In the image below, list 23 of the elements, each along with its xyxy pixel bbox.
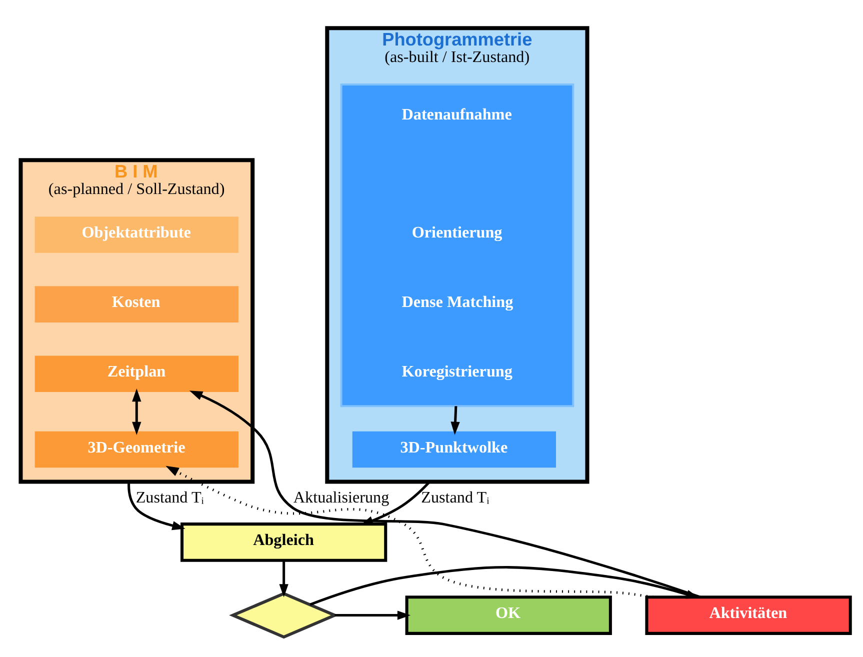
arrow: [189, 390, 701, 598]
edge-label: Zustand Tᵢ: [421, 490, 490, 507]
arrow: [334, 610, 411, 620]
edge-label: Aktualisierung: [293, 490, 390, 507]
node-text: Koregistrierung: [402, 364, 512, 381]
arrow: [132, 388, 142, 435]
node-box: Kosten: [34, 286, 238, 322]
node-text: Datenaufnahme: [402, 106, 512, 124]
cluster: [340, 84, 574, 408]
arrow: [166, 466, 654, 598]
node-text: Orientierung: [412, 224, 502, 242]
arrow: [450, 406, 460, 435]
edge-label: Zustand Tᵢ: [136, 490, 204, 507]
node-box: OK: [405, 596, 612, 635]
arrow: [128, 482, 186, 530]
node-box: 3D-Punktwolke: [352, 431, 556, 468]
node-box: Zeitplan: [34, 356, 238, 392]
node-box: Objektattribute: [34, 216, 238, 253]
node-box: 3D-Geometrie: [34, 431, 238, 468]
arrow: [279, 560, 288, 598]
node-text: Dense Matching: [402, 294, 514, 312]
node-box: Aktivitäten: [645, 596, 852, 635]
node-box: Abgleich: [180, 522, 388, 562]
